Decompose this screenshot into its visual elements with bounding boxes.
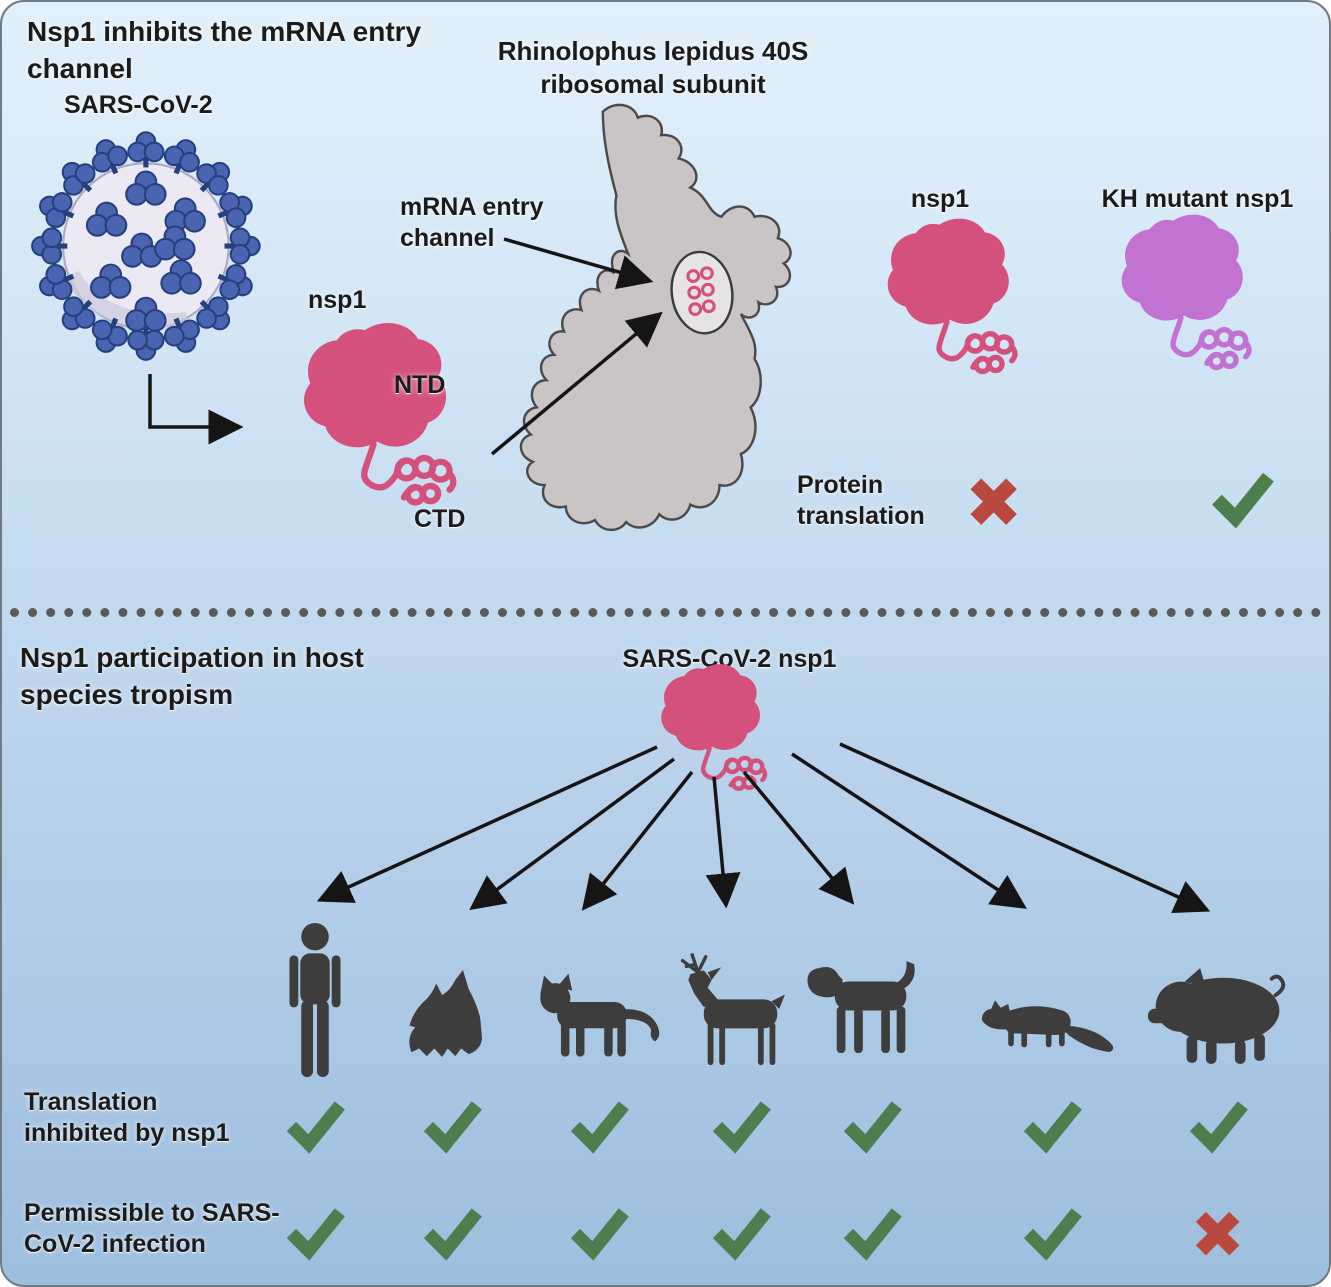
status-mark-icon [705, 1200, 777, 1262]
nsp1-protein-icon [655, 662, 787, 794]
ferret-icon [981, 1000, 1114, 1052]
tropism-arrow [791, 752, 1027, 909]
status-mark-icon [563, 1200, 635, 1262]
ctd-in-channel-icon [686, 266, 716, 317]
status-mark-icon [416, 1200, 488, 1262]
coronavirus-icon [31, 131, 261, 361]
pig-icon [1147, 968, 1286, 1064]
status-mark-icon [960, 468, 1026, 534]
ribosome-heading: Rhinolophus lepidus 40S ribosomal subuni… [497, 36, 809, 99]
deer-icon [680, 953, 785, 1066]
status-mark-icon [1016, 1093, 1088, 1155]
elbow-arrow [148, 374, 244, 445]
ctd-label: CTD [414, 505, 466, 533]
status-mark-icon [1184, 1202, 1250, 1264]
panel-bottom-title: Nsp1 participation in host species tropi… [20, 642, 364, 710]
status-mark-icon [279, 1200, 351, 1262]
tropism-arrow [839, 742, 1211, 913]
virus-label: SARS-CoV-2 [64, 91, 213, 119]
dog-icon [807, 961, 915, 1054]
row-permissible-label: Permissible to SARS-CoV-2 infection [24, 1199, 280, 1259]
status-mark-icon [836, 1200, 908, 1262]
ntd-label: NTD [394, 371, 446, 399]
status-mark-icon [1182, 1093, 1254, 1155]
tropism-arrow [705, 776, 741, 909]
tropism-arrow [469, 757, 676, 911]
status-mark-icon [1016, 1200, 1088, 1262]
nsp1-protein-icon [880, 216, 1042, 378]
status-mark-icon [836, 1093, 908, 1155]
status-mark-icon [563, 1093, 635, 1155]
channel-label: mRNA entry channel [400, 193, 544, 253]
cat-icon [540, 973, 660, 1057]
row-translation-inhibited-label: Translation inhibited by nsp1 [24, 1088, 230, 1148]
human-icon [289, 922, 341, 1078]
status-mark-icon [1204, 464, 1280, 530]
kh-mutant-label: KH mutant nsp1 [1101, 185, 1294, 213]
ribosome-icon [519, 103, 792, 532]
protein-translation-label: Protein translation [797, 471, 925, 531]
kh-mutant-nsp1-icon [1114, 212, 1276, 374]
tropism-arrow [316, 745, 658, 903]
panel-top-title: Nsp1 inhibits the mRNA entry channel [27, 16, 422, 84]
bat-icon [409, 970, 483, 1058]
status-mark-icon [416, 1093, 488, 1155]
comparison-nsp1-label: nsp1 [910, 185, 970, 213]
dotted-divider [10, 608, 1321, 617]
nsp1-label-top: nsp1 [308, 286, 367, 314]
status-mark-icon [705, 1093, 777, 1155]
status-mark-icon [279, 1093, 351, 1155]
